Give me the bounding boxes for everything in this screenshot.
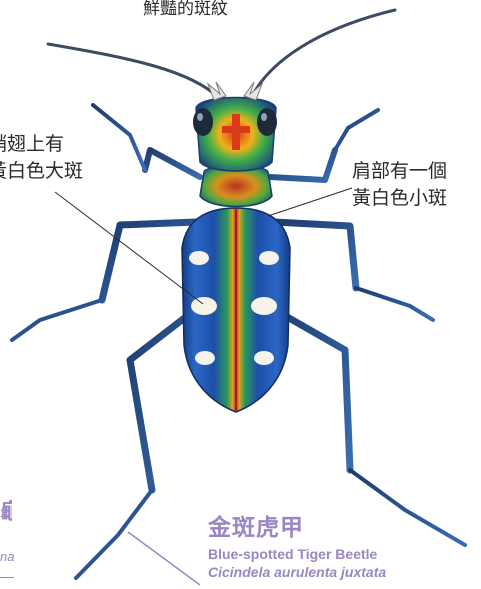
leg-hind-left bbox=[76, 306, 200, 578]
spot-rear-left bbox=[195, 351, 215, 365]
head bbox=[193, 98, 277, 172]
spot-shoulder-left bbox=[189, 251, 209, 265]
species-name-zh: 金斑虎甲 bbox=[208, 513, 386, 541]
eye-right bbox=[257, 108, 277, 136]
spot-rear-right bbox=[254, 351, 274, 365]
leader-line-large-spot bbox=[55, 192, 203, 304]
spot-shoulder-right bbox=[259, 251, 279, 265]
spot-large-left bbox=[191, 297, 217, 315]
label-large-spot-line1: 鞘翅上有 bbox=[0, 131, 83, 158]
species-name-en: Blue-spotted Tiger Beetle bbox=[208, 545, 386, 563]
label-small-spot-line1: 肩部有一個 bbox=[352, 158, 447, 185]
leader-line-species bbox=[128, 532, 200, 585]
label-large-spot-line2: 黃白色大斑 bbox=[0, 158, 83, 185]
label-small-spot-line2: 黃白色小斑 bbox=[352, 185, 447, 212]
leader-line-small-spot bbox=[268, 188, 352, 216]
leg-hind-right bbox=[268, 306, 465, 545]
leg-front-left bbox=[93, 105, 200, 177]
species-name-scientific: Cicindela aurulenta juxtata bbox=[208, 563, 386, 581]
eye-left bbox=[193, 108, 213, 136]
cropped-rule-left bbox=[0, 577, 14, 578]
label-large-spot: 鞘翅上有 黃白色大斑 bbox=[0, 131, 83, 185]
leg-middle-left bbox=[12, 222, 196, 340]
antenna-left bbox=[48, 44, 219, 98]
leg-middle-right bbox=[274, 222, 433, 320]
spot-large-right bbox=[251, 297, 277, 315]
label-small-spot: 肩部有一個 黃白色小斑 bbox=[352, 158, 447, 212]
antenna-right bbox=[251, 10, 395, 98]
species-caption: 金斑虎甲 Blue-spotted Tiger Beetle Cicindela… bbox=[208, 513, 386, 581]
cropped-glyph-left: 龜 bbox=[0, 494, 12, 526]
label-vivid-pattern: 鮮豔的斑紋 bbox=[143, 0, 228, 23]
pronotum bbox=[200, 166, 272, 207]
cropped-text-left: na bbox=[0, 549, 14, 564]
